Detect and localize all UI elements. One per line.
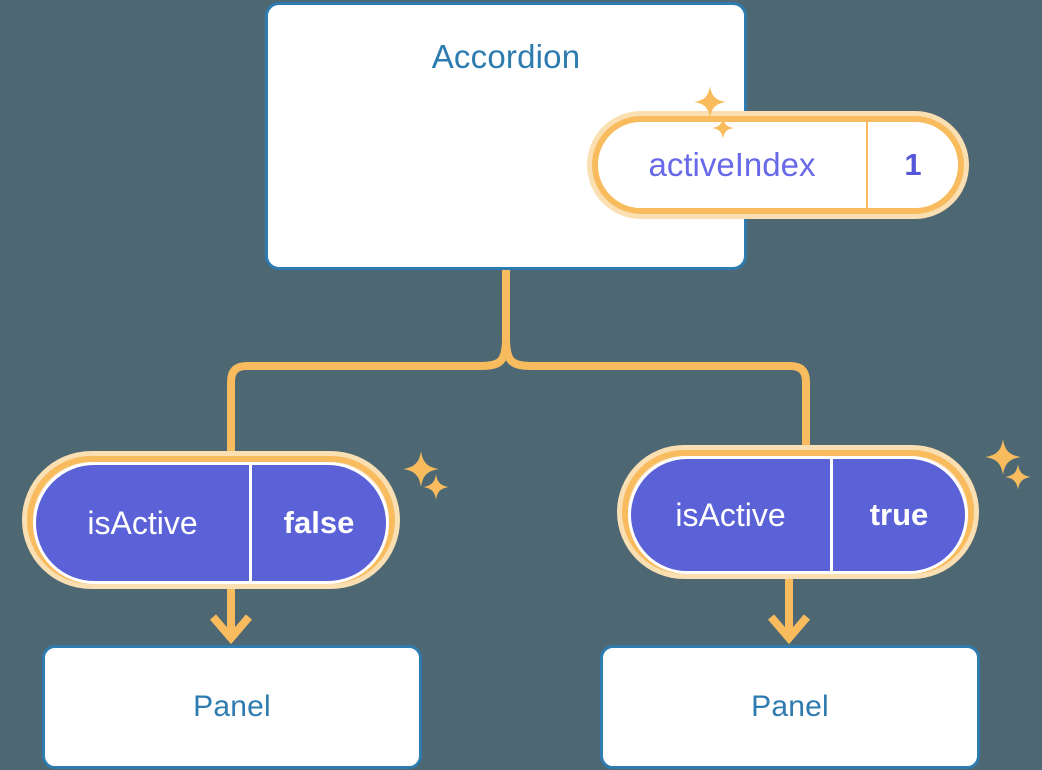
state-pill-body: isActive true [628, 456, 968, 574]
sparkle-icon [985, 439, 1021, 475]
sparkle-icon-small [423, 474, 449, 500]
state-key-label: activeIndex [598, 122, 868, 208]
sparkle-icon-small [712, 117, 734, 139]
panel-title: Panel [193, 690, 271, 723]
state-key-label: isActive [631, 459, 833, 571]
page-title: Accordion [431, 38, 581, 75]
state-pill-is-active-false[interactable]: isActive false [22, 451, 400, 589]
state-value: 1 [904, 147, 922, 182]
state-pill-active-index[interactable]: activeIndex 1 [587, 111, 969, 219]
state-pill-is-active-true[interactable]: isActive true [617, 445, 979, 579]
sparkle-icon [694, 86, 726, 118]
sparkle-icon-small [1005, 464, 1031, 490]
state-pill-body: activeIndex 1 [598, 122, 958, 208]
component-card-accordion[interactable]: Accordion activeIndex 1 [265, 2, 969, 270]
panel-title: Panel [751, 690, 829, 723]
state-key-label: isActive [36, 465, 252, 581]
state-value: false [283, 505, 355, 540]
component-card-panel-left[interactable]: Panel [42, 645, 422, 769]
state-pill-body: isActive false [33, 462, 389, 584]
state-value: true [869, 497, 929, 532]
component-card-panel-right[interactable]: Panel [600, 645, 980, 769]
